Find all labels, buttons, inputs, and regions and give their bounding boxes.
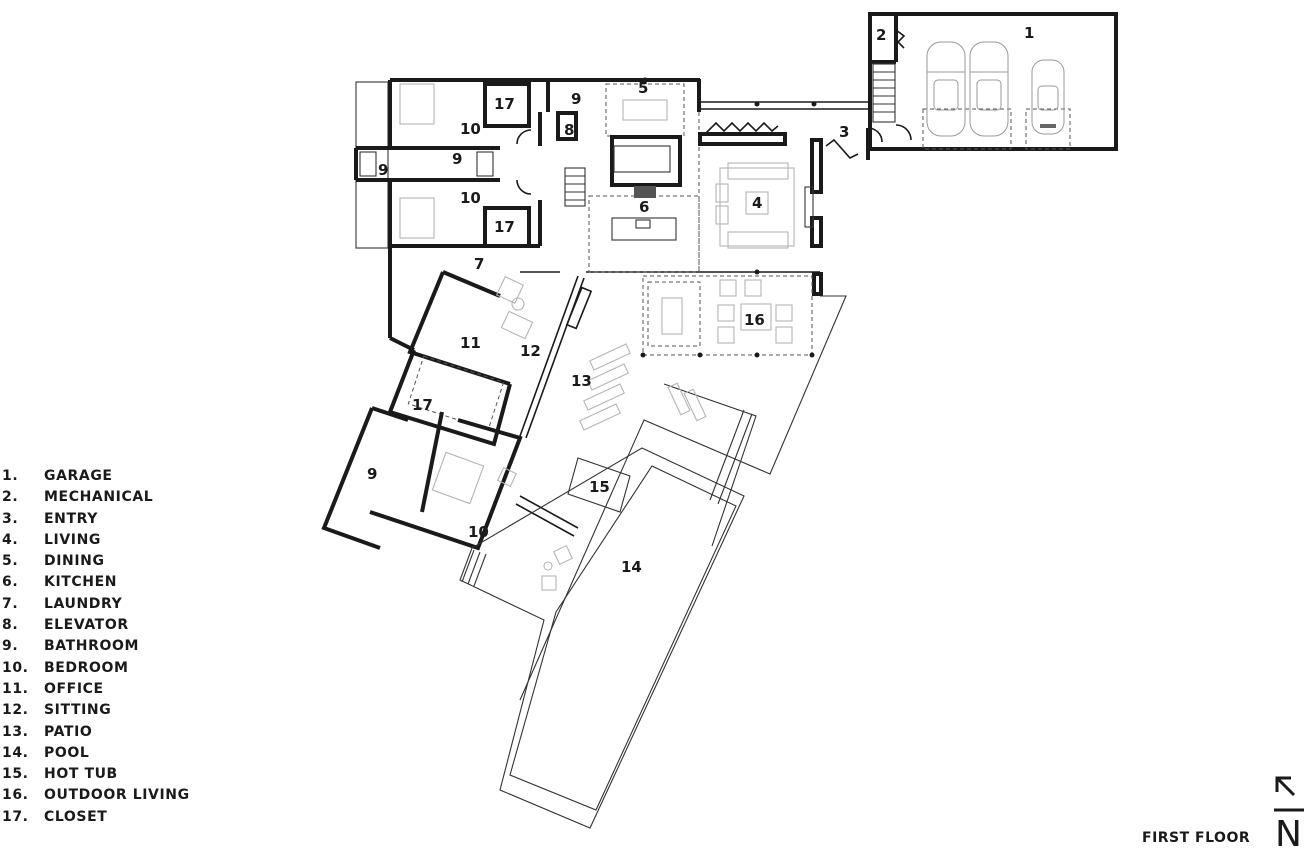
- garage-stair: [872, 63, 896, 123]
- legend-item: 5.DINING: [2, 553, 105, 570]
- room-label-dining: 5: [638, 79, 648, 97]
- room-label-laundry: 7: [474, 255, 484, 273]
- legend-item: 17.CLOSET: [2, 808, 108, 825]
- legend-item: 1.GARAGE: [2, 468, 113, 484]
- bedroom-wing: 9 8 17 10 9 9 10 17: [354, 78, 588, 249]
- room-label-entry: 3: [839, 123, 849, 141]
- legend-item: 11.OFFICE: [2, 680, 104, 697]
- legend-item: 4.LIVING: [2, 531, 101, 548]
- legend-item: 9.BATHROOM: [2, 638, 140, 655]
- room-label-kitchen: 6: [639, 198, 649, 216]
- legend-item: 8.ELEVATOR: [2, 617, 129, 634]
- car-icon: [1031, 59, 1065, 135]
- north-arrow-icon: N: [1272, 770, 1305, 854]
- legend-item: 15.HOT TUB: [2, 766, 118, 783]
- room-label-outdoor-living: 16: [744, 311, 765, 329]
- room-label-closet-top: 17: [494, 95, 515, 113]
- master-suite: 17 9 10: [321, 349, 579, 551]
- room-label-bedroom-master: 10: [468, 523, 489, 541]
- room-label-elevator: 8: [564, 121, 574, 139]
- outdoor-living: 16: [640, 275, 815, 358]
- legend-item: 13.PATIO: [2, 723, 93, 740]
- garage-block: 1 2: [868, 12, 1118, 151]
- legend-item: 7.LAUNDRY: [2, 595, 123, 612]
- room-label-bedroom-mid: 10: [460, 189, 481, 207]
- room-label-hot-tub: 15: [589, 478, 610, 496]
- room-label-patio: 13: [571, 372, 592, 390]
- room-label-sitting: 12: [520, 342, 541, 360]
- room-label-garage: 1: [1024, 24, 1034, 42]
- legend-item: 3.ENTRY: [2, 510, 98, 527]
- room-label-bath-mid-left: 9: [378, 161, 388, 179]
- room-label-pool: 14: [621, 558, 642, 576]
- room-label-bath-top: 9: [571, 90, 581, 108]
- room-label-bedroom-top: 10: [460, 120, 481, 138]
- legend-item: 6.KITCHEN: [2, 574, 118, 591]
- room-label-bath-mid: 9: [452, 150, 462, 168]
- legend-item: 10.BEDROOM: [2, 659, 129, 676]
- entry-area: 3: [700, 101, 883, 160]
- car-icon: [969, 41, 1009, 137]
- room-label-office: 11: [460, 334, 481, 352]
- center-wing: 7 11 12: [388, 246, 593, 439]
- legend-item: 14.POOL: [2, 744, 90, 761]
- room-label-mechanical: 2: [876, 26, 886, 44]
- north-label: N: [1275, 814, 1302, 850]
- room-legend: 1.GARAGE 2.MECHANICAL 3.ENTRY 4.LIVING 5…: [2, 466, 190, 828]
- floor-title: FIRST FLOOR: [1142, 830, 1251, 846]
- room-label-closet-mid: 17: [494, 218, 515, 236]
- room-label-living: 4: [752, 194, 762, 212]
- room-label-bath-master: 9: [367, 465, 377, 483]
- car-icon: [926, 41, 966, 137]
- legend-item: 2.MECHANICAL: [2, 489, 154, 506]
- legend-item: 12.SITTING: [2, 702, 112, 719]
- patio-pool: 15 14 13: [459, 295, 847, 829]
- dining-kitchen: 5 6: [587, 77, 700, 273]
- legend-item: 16.OUTDOOR LIVING: [2, 787, 190, 804]
- room-label-closet-master: 17: [412, 396, 433, 414]
